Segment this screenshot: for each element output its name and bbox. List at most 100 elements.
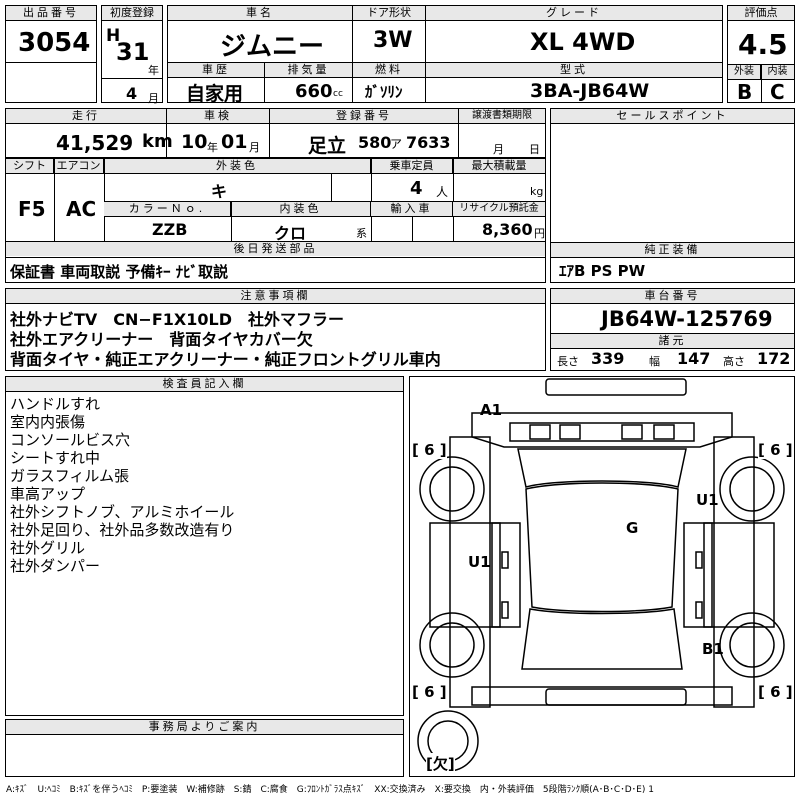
mileage: 41,529 [56, 131, 134, 155]
exterior-label: 外装 [728, 65, 761, 80]
damage-mark: G [626, 519, 639, 537]
plate-class: 580 [358, 133, 392, 152]
displacement-label: 排気量 [265, 63, 352, 78]
inspection-year-unit: 年 [207, 141, 218, 154]
inspection-year: 10 [181, 131, 208, 153]
capacity: 4 [410, 178, 423, 199]
wheel-fl [419, 456, 485, 522]
spare-tire-status: [欠] [426, 753, 455, 774]
rear-bumper [545, 688, 687, 706]
wheel-rl [419, 612, 485, 678]
capacity-label: 乗車定員 [371, 159, 453, 174]
inspector-note: 社外シフトノブ、アルミホイール [10, 503, 235, 521]
plate-region: 足立 [308, 135, 347, 157]
inspector-notes-label: 検査員記入欄 [6, 377, 403, 392]
caution-label: 注意事項欄 [6, 289, 545, 304]
exterior-grade: B [737, 80, 753, 104]
transfer-deadline-box: 譲渡書類期限 月 日 [458, 108, 546, 158]
caution-line: 背面タイヤ・純正エアクリーナー・純正フロントグリル車内 [10, 350, 441, 369]
sales-point-label: セールスポイント [551, 109, 794, 124]
right-door [683, 522, 713, 628]
displacement-unit: cc [333, 89, 343, 99]
plate-label: 登録番号 [270, 109, 458, 124]
ext-color-label: 外装色 [104, 159, 371, 174]
inspector-note: コンソールビス穴 [10, 431, 131, 449]
interior-grade: C [770, 80, 785, 104]
first-reg-month: 4 [126, 84, 138, 103]
grade: XL 4WD [530, 28, 636, 56]
aircon-label: エアコン [54, 159, 104, 174]
max-load-label: 最大積載量 [453, 159, 545, 174]
tire-depth-rear-left: [ 6 ] [412, 683, 447, 701]
color-no-label: カラーＮｏ. [104, 202, 231, 217]
caution-box: 注意事項欄 社外ナビTV CN−F1X10LD 社外マフラー 社外エアクリーナー… [5, 288, 546, 371]
door-type: 3W [373, 28, 413, 53]
grade-label: グレード [426, 6, 722, 21]
aircon: AC [66, 197, 97, 221]
plate-box: 登録番号 足立 580 ア 7633 [269, 108, 459, 158]
damage-diagram-box: A1 U1 G U1 B1 [ 6 ] [ 6 ] [ 6 ] [ 6 ] [欠… [409, 376, 795, 777]
specs-label: 諸元 [551, 333, 794, 349]
height-label: 高さ [723, 355, 745, 368]
chassis-number: JB64W-125769 [601, 307, 773, 331]
score-label: 評価点 [728, 6, 794, 21]
right-side [713, 436, 755, 708]
rear-window [521, 608, 683, 670]
later-parts-label: 後日発送部品 [6, 242, 545, 256]
fuel-box: 燃料 ｶﾞｿﾘﾝ [352, 62, 426, 103]
history-label: 車歴 [168, 63, 264, 78]
inspector-note: ガラスフィルム張 [10, 467, 130, 485]
sales-point-box: セールスポイント [550, 108, 795, 258]
inspector-note: 車高アップ [10, 485, 86, 503]
inspection-month-unit: 月 [249, 141, 260, 154]
first-reg-era: H [106, 26, 121, 46]
length: 339 [591, 349, 625, 368]
caution-line: 社外ナビTV CN−F1X10LD 社外マフラー [10, 310, 344, 329]
chassis-label: 車台番号 [551, 289, 794, 304]
recycle-label: リサイクル預託金 [453, 202, 545, 217]
inspection-label: 車検 [167, 109, 269, 124]
left-side [449, 436, 491, 708]
capacity-unit: 人 [436, 185, 449, 199]
transfer-month-unit: 月 [493, 143, 504, 156]
ext-color: キ [211, 182, 228, 201]
shift: F5 [18, 197, 46, 221]
int-color: クロ [274, 224, 307, 243]
mileage-label: 走行 [6, 109, 166, 124]
office-notes-box: 事務局よりご案内 [5, 719, 404, 777]
mileage-box: 走行 41,529 km [5, 108, 173, 158]
displacement: 660 [295, 81, 333, 102]
lot-number-label: 出品番号 [6, 6, 96, 21]
width-label: 幅 [649, 355, 660, 368]
later-parts: 保証書 車両取説 予備ｷｰ ﾅﾋﾞ取説 [10, 263, 229, 281]
genuine-equipment: ｴｱB PS PW [559, 262, 646, 280]
grade-box: グレード XL 4WD [425, 5, 723, 63]
recycle-unit: 円 [534, 227, 545, 240]
left-door [491, 522, 521, 628]
inspector-note: 社外ダンパー [10, 557, 101, 575]
car-name-box: 車名 ジムニー [167, 5, 353, 63]
inspector-note: シートすれ中 [10, 449, 101, 467]
tire-depth-front-right: [ 6 ] [758, 441, 793, 459]
front-bumper [545, 378, 687, 396]
shift-label: シフト [6, 159, 54, 174]
fuel: ｶﾞｿﾘﾝ [365, 83, 403, 101]
length-label: 長さ [557, 355, 579, 368]
model-label: 型式 [426, 63, 722, 78]
interior-label: 内装 [761, 65, 794, 80]
inspector-note: ハンドルすれ [10, 395, 101, 413]
import-label: 輸入車 [371, 202, 453, 217]
inspector-note: 社外グリル [10, 539, 86, 557]
score: 4.5 [738, 28, 788, 61]
inspection-box: 車検 10 年 01 月 [166, 108, 270, 158]
wheel-rr [719, 612, 785, 678]
plate-number: 7633 [406, 133, 451, 152]
lot-number: 3054 [18, 28, 91, 58]
height: 172 [757, 349, 791, 368]
int-color-label: 内装色 [231, 202, 371, 217]
first-registration-box: 初度登録 H 31 年 4 月 [101, 5, 163, 105]
first-reg-label: 初度登録 [102, 6, 162, 21]
model: 3BA-JB64W [530, 80, 650, 102]
transfer-label: 譲渡書類期限 [459, 109, 545, 124]
lot-number-box: 出品番号 3054 [5, 5, 97, 103]
